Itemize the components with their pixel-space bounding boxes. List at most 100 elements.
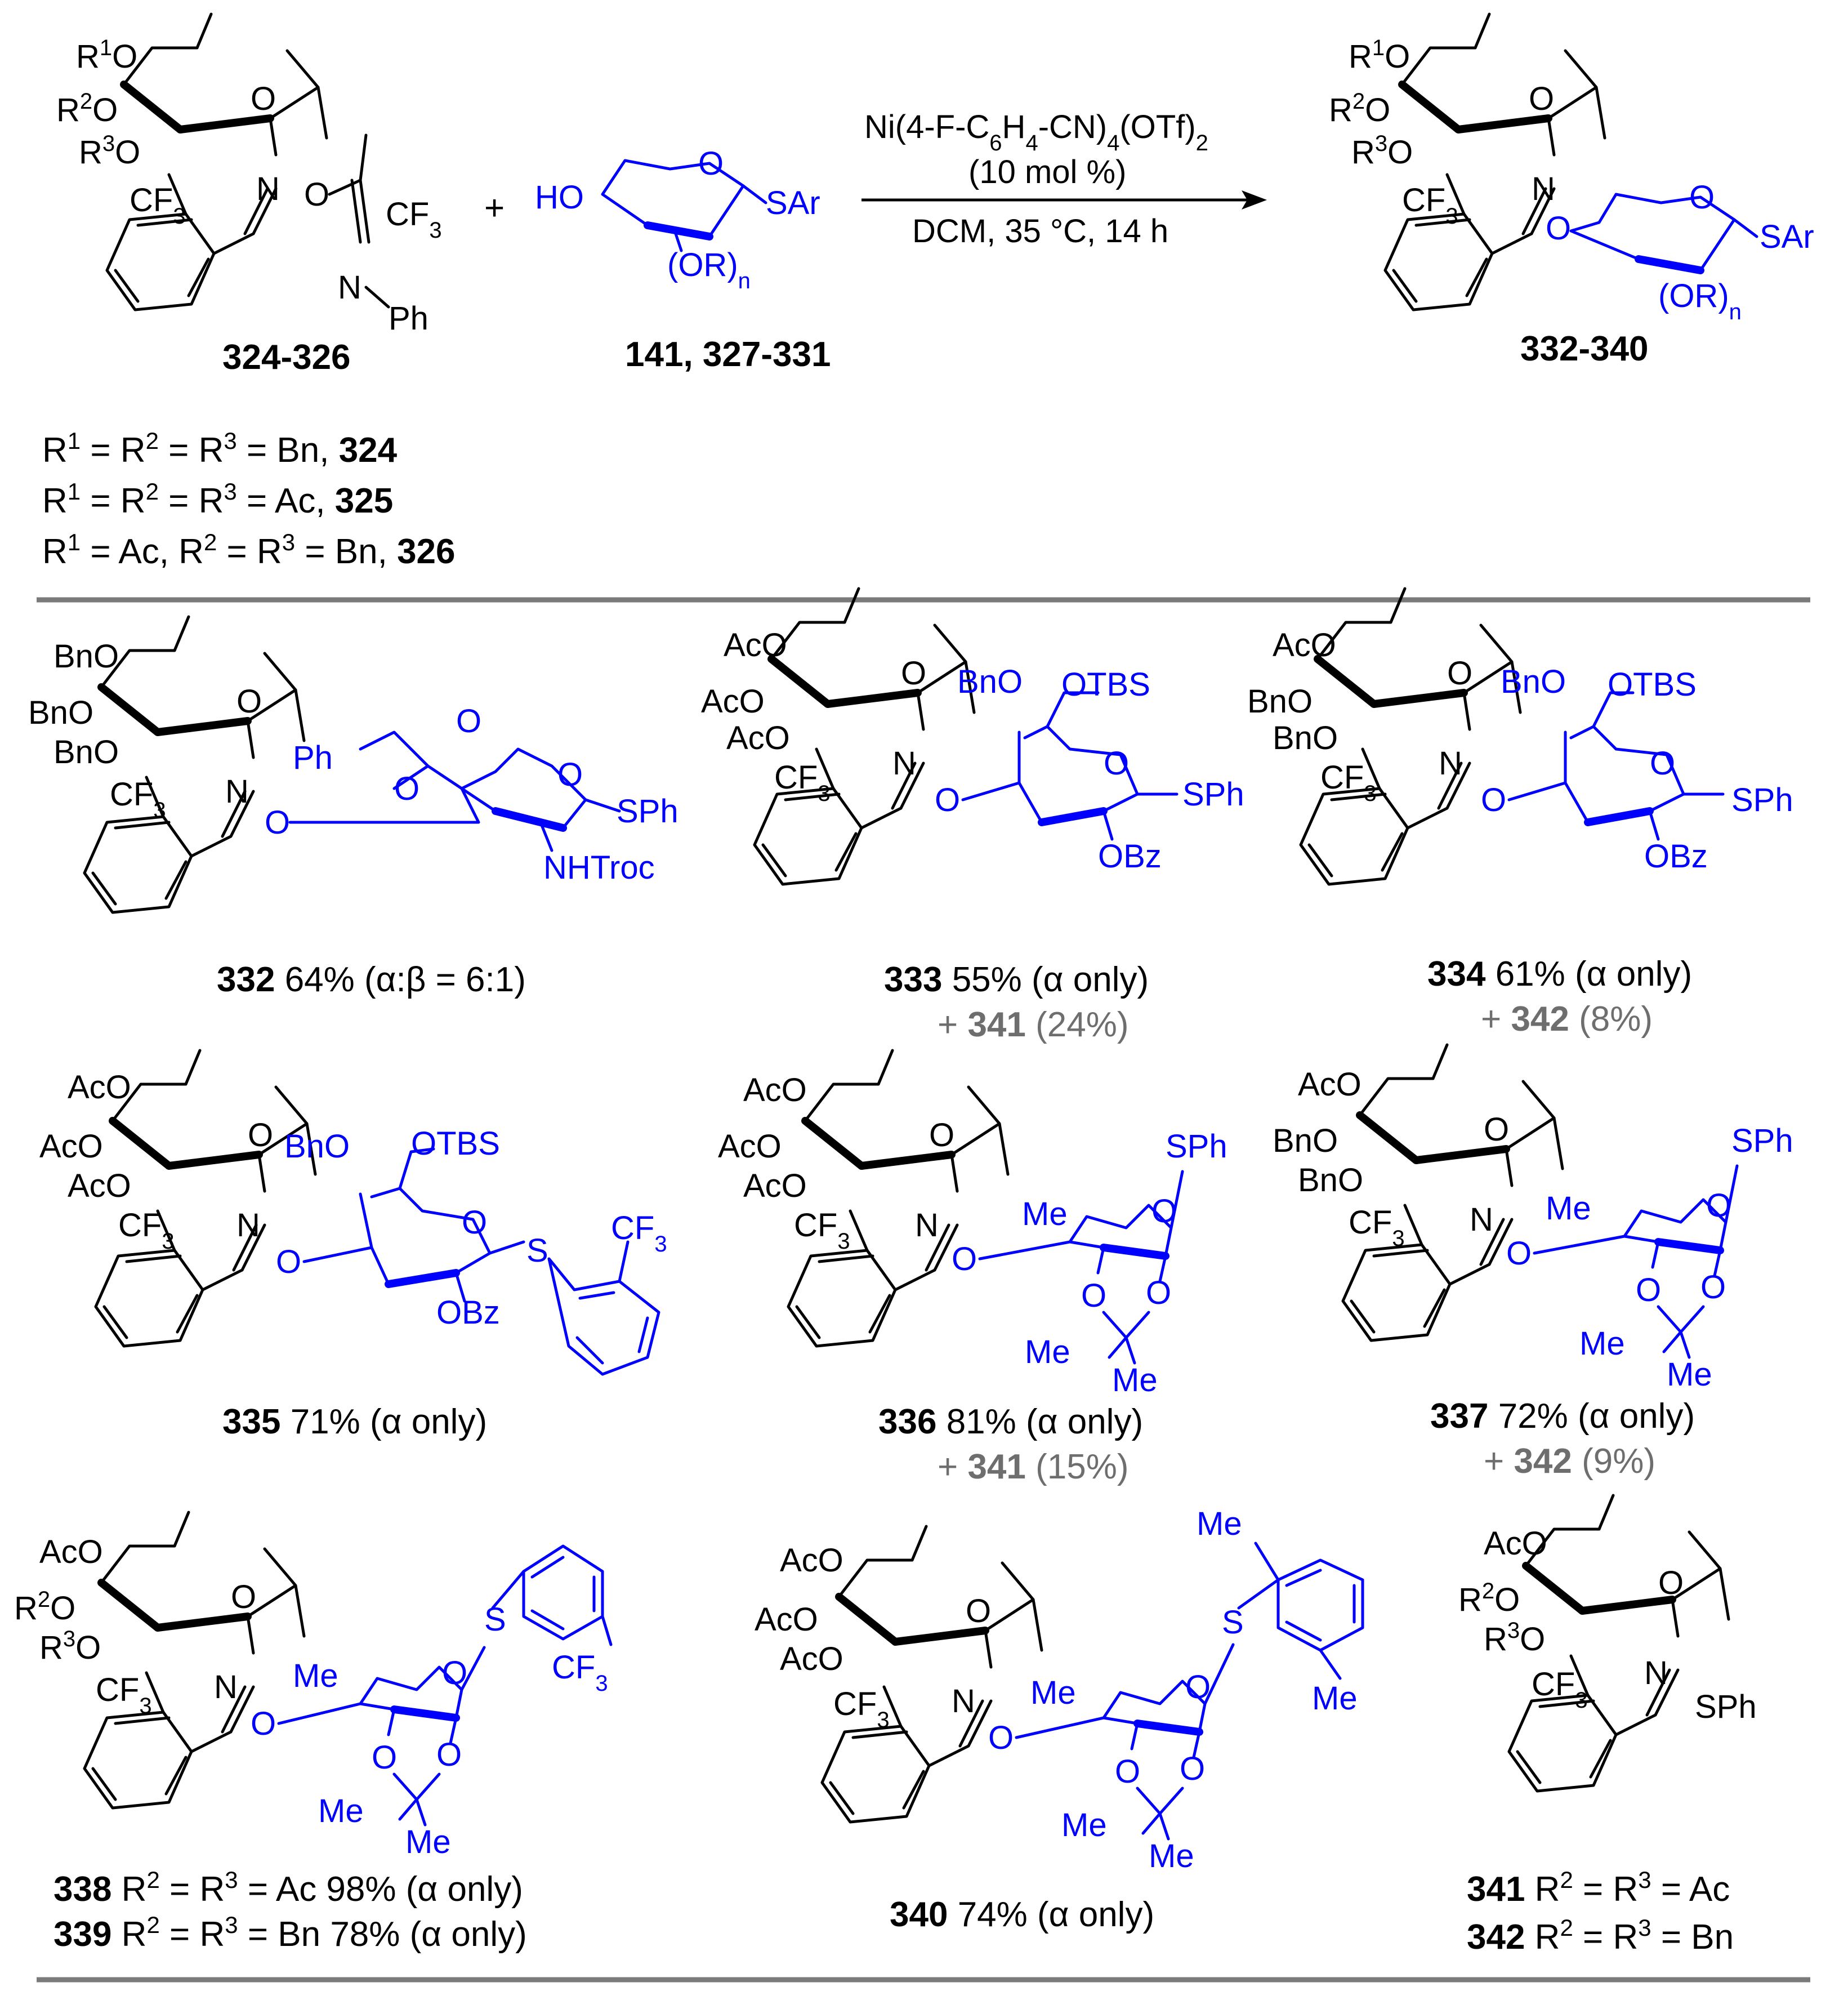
334-bno-1: BnO: [1247, 683, 1313, 720]
337-ring-o2: O: [1706, 1187, 1731, 1224]
acceptor-structure: [601, 159, 767, 252]
prod-orn: (OR)n: [1658, 278, 1742, 324]
338-me-3: Me: [405, 1824, 451, 1860]
r-def-326: R1 = Ac, R2 = R3 = Bn, 326: [42, 529, 456, 572]
caption-337: 337 72% (α only): [1430, 1397, 1695, 1436]
acceptor-label: 141, 327-331: [625, 335, 831, 374]
335-aco-3: AcO: [68, 1168, 131, 1204]
333-aco-2: AcO: [701, 683, 765, 720]
prod-n: N: [1532, 171, 1555, 207]
r-def-325: R1 = R2 = R3 = Ac, 325: [42, 478, 393, 521]
334-sph: SPh: [1731, 782, 1793, 818]
338-s: S: [484, 1601, 506, 1638]
337-acceptor: [1533, 1164, 1739, 1359]
caption-338: 338 R2 = R3 = Ac 98% (α only): [53, 1867, 523, 1909]
imidate-cf3: CF3: [386, 196, 442, 243]
332-sph: SPh: [617, 793, 679, 830]
caption-335: 335 71% (α only): [222, 1402, 487, 1441]
338-me-2: Me: [318, 1793, 364, 1829]
341-n: N: [1644, 1655, 1668, 1691]
334-bno-acc: BnO: [1501, 663, 1566, 700]
340-cf3: CF3: [833, 1686, 890, 1732]
r-def-324: R1 = R2 = R3 = Bn, 324: [42, 427, 398, 470]
product-acceptor: [1569, 193, 1758, 274]
338-r3o: R3O: [39, 1627, 101, 1666]
side-333: + 341 (24%): [938, 1005, 1129, 1044]
332-bno-2: BnO: [28, 694, 93, 731]
anomeric-o-label: O: [304, 176, 329, 213]
335-aco-2: AcO: [39, 1128, 103, 1165]
340-aco-2: AcO: [755, 1601, 818, 1638]
335-acceptor: [302, 1147, 660, 1376]
340-s: S: [1222, 1604, 1244, 1641]
337-n: N: [1470, 1201, 1493, 1238]
334-ring-o2: O: [1650, 745, 1675, 782]
335-cf3-acc: CF3: [611, 1210, 667, 1257]
332-glyco-o: O: [265, 804, 290, 841]
337-me: Me: [1546, 1190, 1591, 1227]
acceptor-orn: (OR)n: [667, 247, 751, 293]
prod-r2o: R2O: [1329, 89, 1390, 128]
structure-336: [788, 1050, 1008, 1346]
336-me-2: Me: [1025, 1334, 1070, 1370]
333-bno: BnO: [957, 663, 1023, 700]
prod-r1o: R1O: [1349, 35, 1410, 75]
structure-340: [822, 1526, 1042, 1822]
340-aco-1: AcO: [780, 1542, 843, 1579]
338-cf3-acc: CF3: [552, 1649, 608, 1696]
334-acceptor: [1507, 691, 1725, 841]
338-aco: AcO: [39, 1534, 103, 1570]
335-cf3: CF3: [118, 1207, 175, 1254]
prod-cf3: CF3: [1402, 182, 1458, 229]
side-337: + 342 (9%): [1484, 1442, 1655, 1481]
332-acceptor: [288, 730, 621, 852]
ho-label: HO: [535, 179, 584, 216]
prod-glyco-o: O: [1546, 210, 1571, 247]
plus-sign: +: [484, 189, 505, 228]
341-r2o: R2O: [1458, 1579, 1520, 1618]
side-336: + 341 (15%): [938, 1447, 1129, 1486]
334-n: N: [1439, 745, 1462, 782]
336-me: Me: [1022, 1196, 1068, 1232]
340-me-aryl-1: Me: [1197, 1505, 1242, 1542]
acceptor-ring-o: O: [698, 145, 724, 182]
334-glyco-o: O: [1481, 782, 1506, 818]
340-glyco-o: O: [988, 1720, 1014, 1756]
337-o-a: O: [1636, 1272, 1661, 1308]
340-me-3: Me: [1149, 1838, 1194, 1874]
side-334: + 342 (8%): [1481, 1000, 1653, 1039]
336-sph: SPh: [1166, 1128, 1227, 1165]
structure-337: [1343, 1045, 1563, 1340]
333-aco-1: AcO: [724, 627, 787, 663]
acceptor-sar: SAr: [766, 185, 820, 221]
337-bno-1: BnO: [1273, 1123, 1338, 1159]
335-otbs: OTBS: [411, 1125, 500, 1162]
336-aco-1: AcO: [743, 1072, 807, 1108]
335-n: N: [236, 1207, 260, 1244]
r2o-label: R2O: [56, 89, 118, 128]
341-ring-o: O: [1658, 1565, 1684, 1601]
332-nhtroc: NHTroc: [543, 849, 655, 886]
334-aco: AcO: [1273, 627, 1336, 663]
340-me: Me: [1030, 1674, 1076, 1711]
333-obz: OBz: [1098, 838, 1162, 875]
332-o-1: O: [456, 703, 481, 740]
335-glyco-o: O: [276, 1244, 301, 1280]
n-ph-bond: [364, 286, 390, 309]
cf3-label: CF3: [130, 182, 186, 229]
reaction-arrowhead: [1242, 190, 1267, 210]
332-n: N: [225, 773, 249, 810]
340-ring-o: O: [966, 1593, 991, 1629]
336-me-3: Me: [1112, 1362, 1158, 1398]
340-me-2: Me: [1061, 1807, 1107, 1843]
caption-333: 333 55% (α only): [884, 960, 1149, 999]
334-otbs: OTBS: [1608, 666, 1697, 703]
338-o-a: O: [372, 1739, 397, 1776]
donor-label: 324-326: [222, 338, 351, 377]
340-n: N: [952, 1683, 975, 1720]
r3o-label: R3O: [79, 131, 140, 171]
ring-o-label: O: [251, 81, 276, 117]
340-me-aryl-2: Me: [1312, 1680, 1358, 1717]
336-ring-o: O: [929, 1117, 954, 1153]
335-ring-o2: O: [462, 1204, 487, 1241]
